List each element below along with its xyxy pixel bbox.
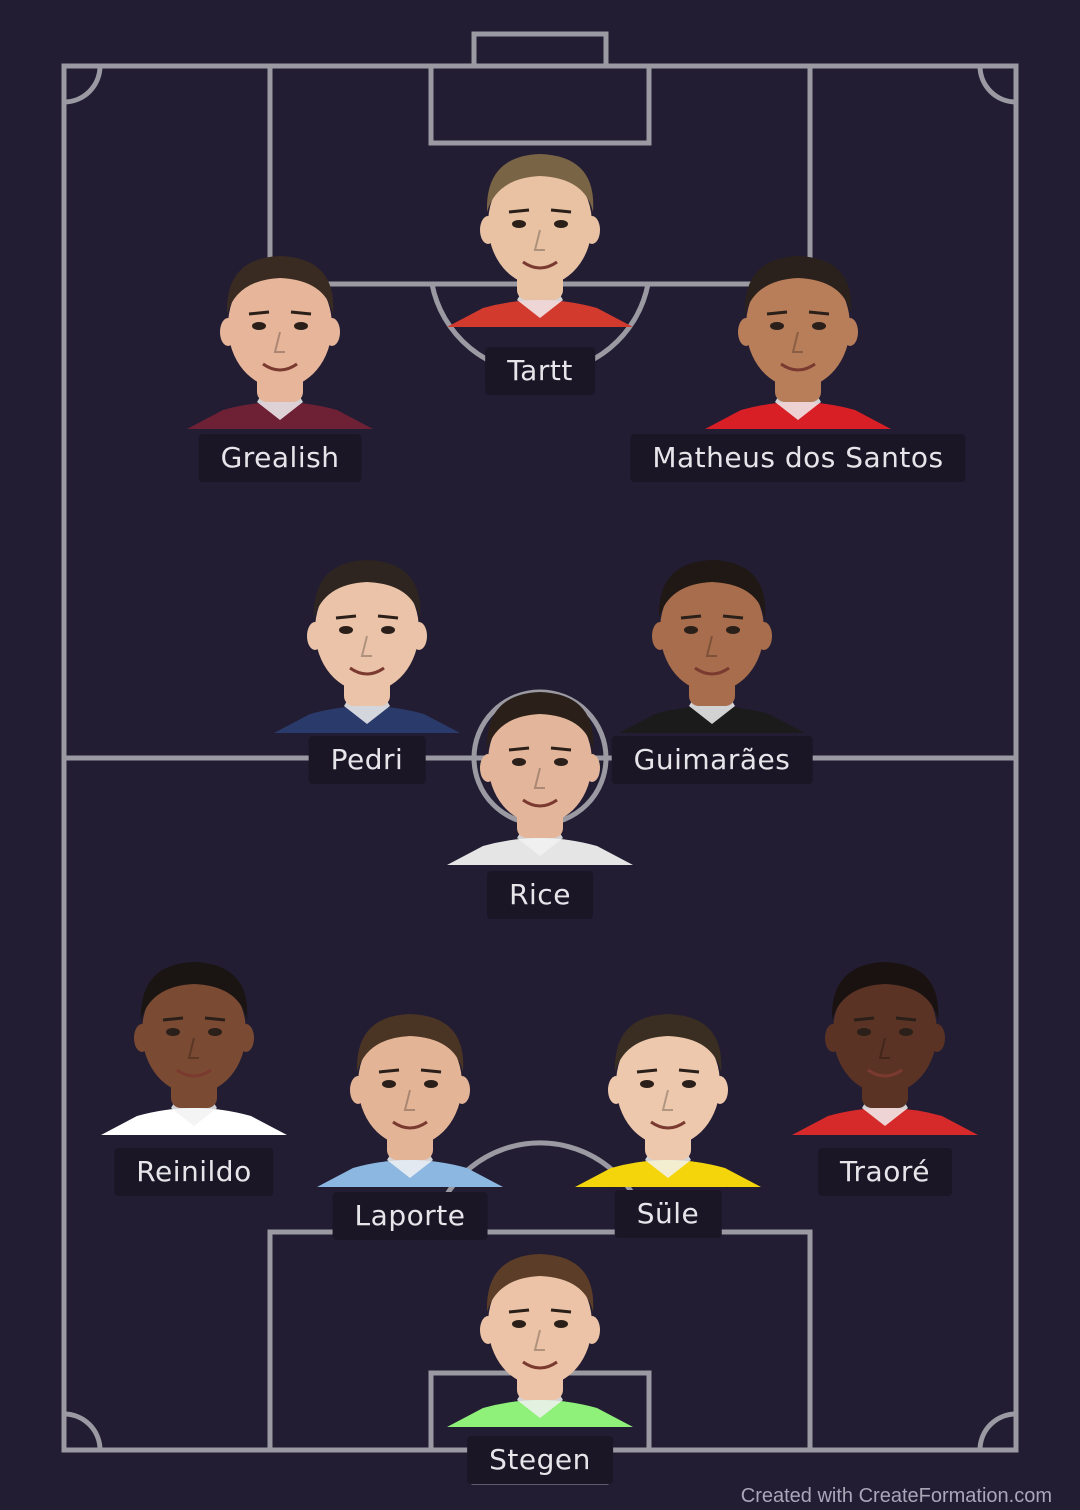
player-photo [445, 132, 635, 327]
player-photo [617, 538, 807, 733]
player-name-label: Stegen [467, 1436, 613, 1484]
corner-arc-top-left [63, 65, 103, 105]
player-photo [445, 670, 635, 865]
player-photo-art [619, 560, 805, 733]
corner-arc-top-right [977, 65, 1017, 105]
player-photo [445, 1232, 635, 1427]
player-photo [703, 234, 893, 429]
player-photo-art [575, 1014, 761, 1187]
player-photo [272, 538, 462, 733]
player-photo-art [101, 962, 287, 1135]
player-name-label: Traoré [818, 1148, 952, 1196]
player-name-label: Reinildo [114, 1148, 274, 1196]
player-name-label: Süle [614, 1190, 722, 1238]
player-name-label: Tartt [485, 347, 595, 395]
credit-text: Created with CreateFormation.com [740, 1485, 1052, 1507]
player-name-label: Matheus dos Santos [630, 434, 966, 482]
player-photo-art [447, 154, 633, 327]
player-name-label: Rice [487, 871, 593, 919]
player-name-label: Pedri [308, 736, 426, 784]
player-photo [185, 234, 375, 429]
top-goal [471, 31, 609, 69]
player-photo [315, 992, 505, 1187]
player-name-label: Guimarães [611, 736, 813, 784]
player-photo-art [447, 1254, 633, 1427]
player-photo-art [317, 1014, 503, 1187]
player-photo-art [447, 692, 633, 865]
player-photo-art [274, 560, 460, 733]
corner-arc-bottom-left [63, 1411, 103, 1451]
player-photo-art [187, 256, 373, 429]
player-photo [99, 940, 289, 1135]
player-photo [790, 940, 980, 1135]
player-photo-art [705, 256, 891, 429]
corner-arc-bottom-right [977, 1411, 1017, 1451]
player-photo [573, 992, 763, 1187]
player-name-label: Grealish [198, 434, 362, 482]
player-name-label: Laporte [332, 1192, 488, 1240]
player-photo-art [792, 962, 978, 1135]
